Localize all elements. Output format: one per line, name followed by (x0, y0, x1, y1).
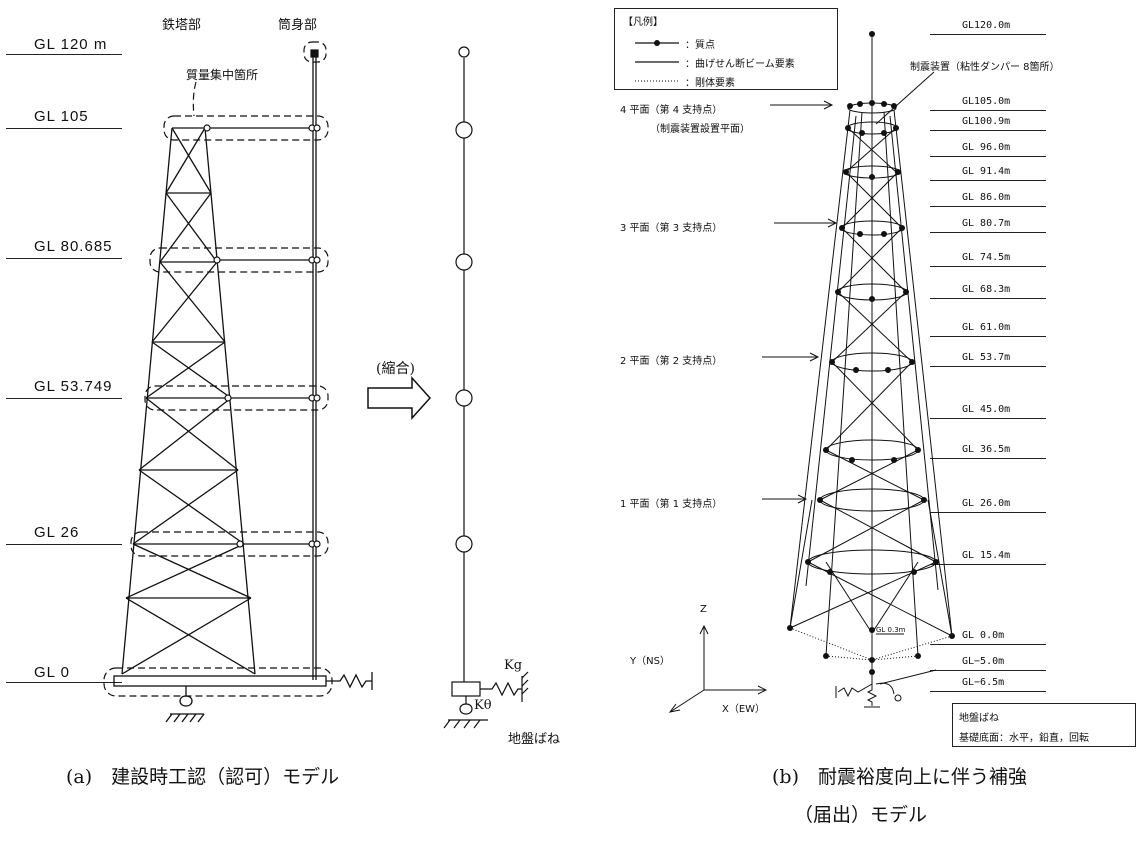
plane-1-label: 1 平面（第 1 支持点） (620, 499, 723, 510)
legend-title: 【凡例】 (623, 17, 663, 28)
level-a-0-line (6, 682, 122, 683)
ground-spring-box-title: 地盤ばね (959, 713, 999, 724)
level-b-line (930, 670, 1046, 671)
caption-b-line1: (b) 耐震裕度向上に伴う補強 (772, 766, 1027, 788)
level-b-line (930, 691, 1046, 692)
level-a-26-line (6, 544, 122, 545)
level-a-53: GL 53.749 (34, 378, 113, 395)
tower-section-header: 鉄塔部 (162, 18, 202, 33)
mass-concentration-label: 質量集中箇所 (186, 68, 259, 82)
level-a-120-line (6, 54, 122, 55)
level-a-80: GL 80.685 (34, 238, 113, 255)
level-b-line (930, 156, 1046, 157)
level-b-line (930, 130, 1046, 131)
caption-a: (a) 建設時工認（認可）モデル (66, 766, 340, 788)
plane-4-sublabel: （制震装置設置平面） (650, 124, 750, 135)
damper-label: 制震装置（粘性ダンパー 8箇所） (910, 62, 1060, 73)
legend-box: 【凡例】 ：質点 ：曲げせん断ビーム要素 ：剛体要素 (614, 8, 838, 90)
level-b-105: GL105.0m (962, 96, 1011, 107)
level-b-15: GL 15.4m (962, 550, 1011, 561)
level-b-line (930, 336, 1046, 337)
level-b-line (930, 232, 1046, 233)
level-a-80-line (6, 258, 122, 259)
level-b-line (930, 418, 1046, 419)
level-b-0: GL 0.0m (962, 630, 1005, 641)
level-b-91: GL 91.4m (962, 166, 1011, 177)
level-b-small: GL 0.3m (876, 626, 906, 634)
caption-b-line2: （届出）モデル (794, 804, 928, 826)
level-b-96: GL 96.0m (962, 142, 1011, 153)
plane-4-label: 4 平面（第 4 支持点） (620, 105, 723, 116)
legend-item-rigid: ：剛体要素 (685, 78, 735, 89)
level-a-105: GL 105 (34, 108, 89, 125)
spring-kg-label: Kg (504, 658, 523, 673)
level-b-m5: GL−5.0m (962, 656, 1005, 667)
legend-symbols (635, 40, 679, 82)
level-a-53-line (6, 398, 122, 399)
legend-item-beam: ：曲げせん断ビーム要素 (685, 59, 795, 70)
plane-3-label: 3 平面（第 3 支持点） (620, 223, 723, 234)
level-b-26: GL 26.0m (962, 498, 1011, 509)
axis-x-label: X（EW） (722, 704, 766, 715)
level-a-120: GL 120 m (34, 36, 108, 53)
level-b-line (930, 366, 1046, 367)
level-b-line (930, 644, 1046, 645)
level-b-line (930, 298, 1046, 299)
level-b-line (930, 458, 1046, 459)
level-b-45: GL 45.0m (962, 404, 1011, 415)
axis-y-label: Y（NS） (630, 656, 670, 667)
level-b-120: GL120.0m (962, 20, 1011, 31)
level-a-26: GL 26 (34, 524, 80, 541)
level-b-61: GL 61.0m (962, 322, 1011, 333)
axis-z-label: Z (700, 604, 707, 615)
level-b-line (930, 180, 1046, 181)
level-b-36: GL 36.5m (962, 444, 1011, 455)
plane-2-label: 2 平面（第 2 支持点） (620, 356, 723, 367)
level-b-line (930, 110, 1046, 111)
legend-item-mass: ：質点 (685, 40, 715, 51)
shaft-section-header: 筒身部 (278, 18, 318, 33)
level-b-53: GL 53.7m (962, 352, 1011, 363)
condensation-label: (縮合) (376, 361, 415, 377)
level-a-0: GL 0 (34, 664, 70, 681)
ground-spring-box-text: 基礎底面：水平，鉛直，回転 (959, 733, 1089, 744)
level-b-100: GL100.9m (962, 116, 1011, 127)
level-b-line (930, 564, 1046, 565)
level-b-m6: GL−6.5m (962, 677, 1005, 688)
level-a-105-line (6, 128, 122, 129)
level-b-68: GL 68.3m (962, 284, 1011, 295)
level-b-80: GL 80.7m (962, 218, 1011, 229)
level-b-line (930, 266, 1046, 267)
level-b-line (930, 34, 1046, 35)
level-b-line (930, 512, 1046, 513)
level-b-74: GL 74.5m (962, 252, 1011, 263)
level-b-86: GL 86.0m (962, 192, 1011, 203)
level-b-line (930, 206, 1046, 207)
ground-spring-label: 地盤ばね (508, 732, 561, 747)
ground-spring-box: 地盤ばね 基礎底面：水平，鉛直，回転 (952, 703, 1136, 747)
spring-ktheta-label: Kθ (474, 698, 492, 713)
